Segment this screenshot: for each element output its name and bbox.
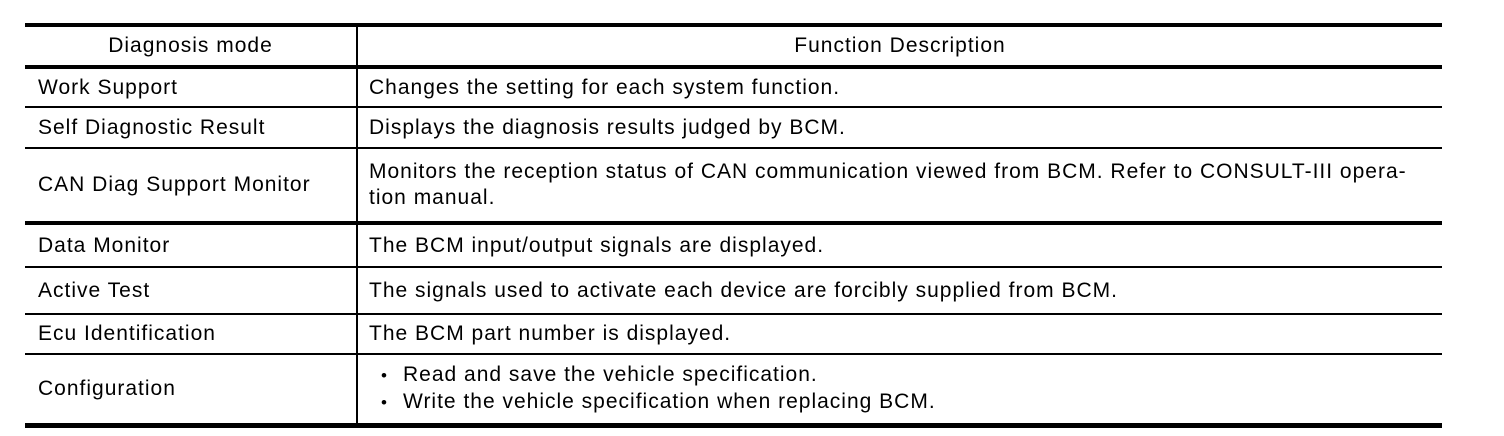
function-description-cell: The BCM part number is displayed. <box>357 314 1442 355</box>
bullet-icon: • <box>381 393 388 412</box>
function-description-cell: The BCM input/output signals are display… <box>357 223 1442 268</box>
diagnosis-mode-cell: Data Monitor <box>25 223 358 268</box>
table-row-active-test: Active Test The signals used to activate… <box>25 267 1442 315</box>
column-header-function-description: Function Description <box>357 25 1442 69</box>
bullet-item: • Read and save the vehicle specification… <box>369 362 1442 389</box>
function-description-cell: Monitors the reception status of CAN com… <box>357 148 1442 225</box>
bullet-text: Read and save the vehicle specification. <box>403 363 818 386</box>
diagnosis-mode-cell: Active Test <box>25 267 358 315</box>
function-description-cell: Displays the diagnosis results judged by… <box>357 107 1442 149</box>
table-row-work-support: Work Support Changes the setting for eac… <box>25 67 1442 108</box>
diagnosis-mode-cell: Self Diagnostic Result <box>25 107 358 149</box>
table-row-ecu-identification: Ecu Identification The BCM part number i… <box>25 314 1442 355</box>
function-description-cell: The signals used to activate each device… <box>357 267 1442 315</box>
function-description-cell: Changes the setting for each system func… <box>357 67 1442 108</box>
diagnosis-mode-cell: Work Support <box>25 67 358 108</box>
table-row-data-monitor: Data Monitor The BCM input/output signal… <box>25 223 1442 268</box>
function-description-cell: • Read and save the vehicle specification… <box>357 354 1442 426</box>
table-row-configuration: Configuration • Read and save the vehicle… <box>25 354 1442 426</box>
diagnosis-mode-cell: CAN Diag Support Monitor <box>25 148 358 225</box>
bullet-item: • Write the vehicle specification when re… <box>369 389 1442 416</box>
diagnosis-mode-cell: Ecu Identification <box>25 314 358 355</box>
table-row-can-diag-support-monitor: CAN Diag Support Monitor Monitors the re… <box>25 148 1442 225</box>
table-row-self-diagnostic-result: Self Diagnostic Result Displays the diag… <box>25 107 1442 149</box>
column-header-diagnosis-mode: Diagnosis mode <box>25 25 358 69</box>
diagnosis-mode-table: Diagnosis mode Function Description Work… <box>25 23 1442 428</box>
table-container: Diagnosis mode Function Description Work… <box>25 23 1442 428</box>
table-header-row: Diagnosis mode Function Description <box>25 25 1442 69</box>
diagnosis-mode-cell: Configuration <box>25 354 358 426</box>
bullet-icon: • <box>381 366 388 385</box>
bullet-text: Write the vehicle specification when rep… <box>403 390 936 413</box>
